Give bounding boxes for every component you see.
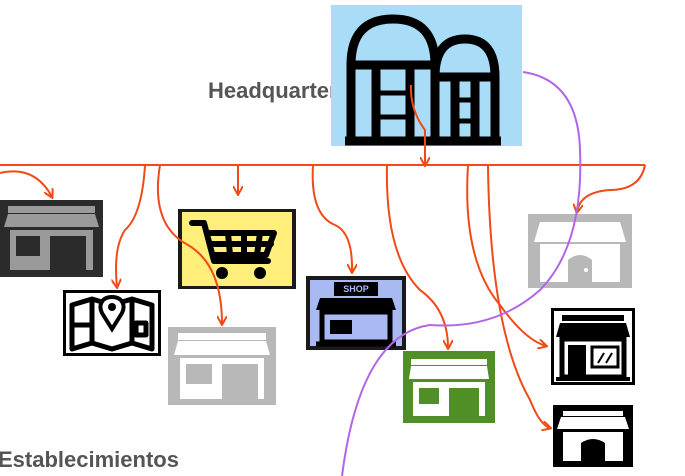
storefront-icon [557,411,629,461]
connector-arrow [311,164,352,272]
connector-arrow [116,164,146,287]
headquarter-node [331,5,522,146]
connector-arrow [156,164,222,324]
connector-arrow [466,164,546,346]
store-node-7 [528,214,632,288]
connector-arrow [577,164,646,212]
shop-building-icon [316,282,396,347]
establishments-label: Establecimientos [0,447,179,472]
store-node-6 [403,351,495,423]
store-node-1 [0,200,103,277]
silo-icon [345,14,501,146]
store-node-3 [168,327,276,405]
store-node-2 [63,290,161,356]
store-node-5: SHOP [306,276,406,350]
store-node-8 [551,308,635,385]
store-node-9 [553,405,633,467]
connector-arrow [385,164,448,348]
storefront-icon [174,333,270,399]
storefront-icon [534,222,626,282]
shopping-cart-icon [189,220,277,279]
headquarter-label: Headquarter [208,78,338,103]
storefront-icon [4,206,99,270]
storefront-icon [556,315,630,381]
store-node-4 [178,209,296,289]
highlight-curve [341,71,582,476]
connector-arrow [487,164,550,428]
hq-connector-arrow [409,84,425,165]
storefront-icon [409,359,489,416]
shop-sign: SHOP [343,284,369,294]
map-location-icon [69,294,155,352]
connector-arrow [0,170,52,197]
